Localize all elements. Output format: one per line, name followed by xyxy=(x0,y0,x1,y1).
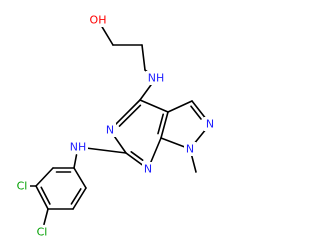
bond-ph2-ph3 xyxy=(35,167,54,187)
pyrimidine-n-upper-label: N xyxy=(106,124,114,137)
pyrazole-n2-label: N xyxy=(206,118,214,131)
bond-c6-n_ring_b-inner xyxy=(130,151,144,161)
hydroxyl-label: OH xyxy=(90,14,107,27)
chlorine-bottom-label: Cl xyxy=(37,226,48,239)
bond-c6-n_ring_b xyxy=(125,152,144,167)
bond-ph5-ph6 xyxy=(72,187,87,210)
atom-label-ring-n-c: N xyxy=(204,117,216,131)
bond-c4-n_ring_a xyxy=(113,99,141,127)
atom-label-hydroxyl: OH xyxy=(88,13,108,27)
bond-c7a-c3a xyxy=(160,111,169,139)
bond-c2-c3 xyxy=(141,44,146,71)
atom-label-chlorine-bottom: Cl xyxy=(34,225,50,239)
molecule-structure-diagram: OH NH N N N N NH Cl Cl xyxy=(14,13,216,239)
bond-c4-n_ring_a-inner xyxy=(118,104,142,127)
bond-c7a-c3a-inner xyxy=(157,113,164,135)
bond-c3ring-n_ring_c xyxy=(191,100,208,121)
atom-label-chlorine-top: Cl xyxy=(14,179,30,193)
bond-ph3-ph4 xyxy=(35,185,49,210)
bond-n_nh_top-c4 xyxy=(139,83,153,101)
bond-n_ring_a-c6 xyxy=(112,134,127,154)
pyrazole-n1-label: N xyxy=(186,143,194,156)
atom-label-amine-bottom: NH xyxy=(68,140,88,154)
bond-n_ring_c-n_ring_d xyxy=(192,127,208,146)
bond-o1-c1 xyxy=(101,26,114,46)
bond-ph5-ph6-inner xyxy=(70,188,82,205)
atom-label-ring-n-b: N xyxy=(142,162,154,176)
bond-c3a-c3ring xyxy=(167,100,193,113)
bond-c3a-c4 xyxy=(139,99,169,113)
bond-n_ring_d-c7a xyxy=(160,137,186,148)
bond-n_ring_b-c7a xyxy=(149,137,162,165)
amine-nh-top-label: NH xyxy=(148,72,165,85)
bond-ph3-ph4-inner xyxy=(40,186,51,205)
atom-label-amine-top: NH xyxy=(146,71,166,85)
bond-ph4-cl_bottom xyxy=(43,208,49,226)
atom-label-ring-n-a: N xyxy=(104,123,116,137)
bond-n_ring_d-methyl xyxy=(190,154,197,173)
pyrimidine-n-lower-label: N xyxy=(144,163,152,176)
atom-label-ring-n-d: N xyxy=(184,142,196,156)
bond-c3ring-n_ring_c-inner xyxy=(190,105,202,120)
bond-n_nh_bottom-ph1 xyxy=(73,154,78,169)
bond-ph6-ph1 xyxy=(73,167,87,189)
bond-layer xyxy=(29,26,208,226)
bond-c6-n_nh_bottom xyxy=(85,147,127,154)
chlorine-top-label: Cl xyxy=(17,180,28,193)
amine-nh-bottom-label: NH xyxy=(70,141,87,154)
